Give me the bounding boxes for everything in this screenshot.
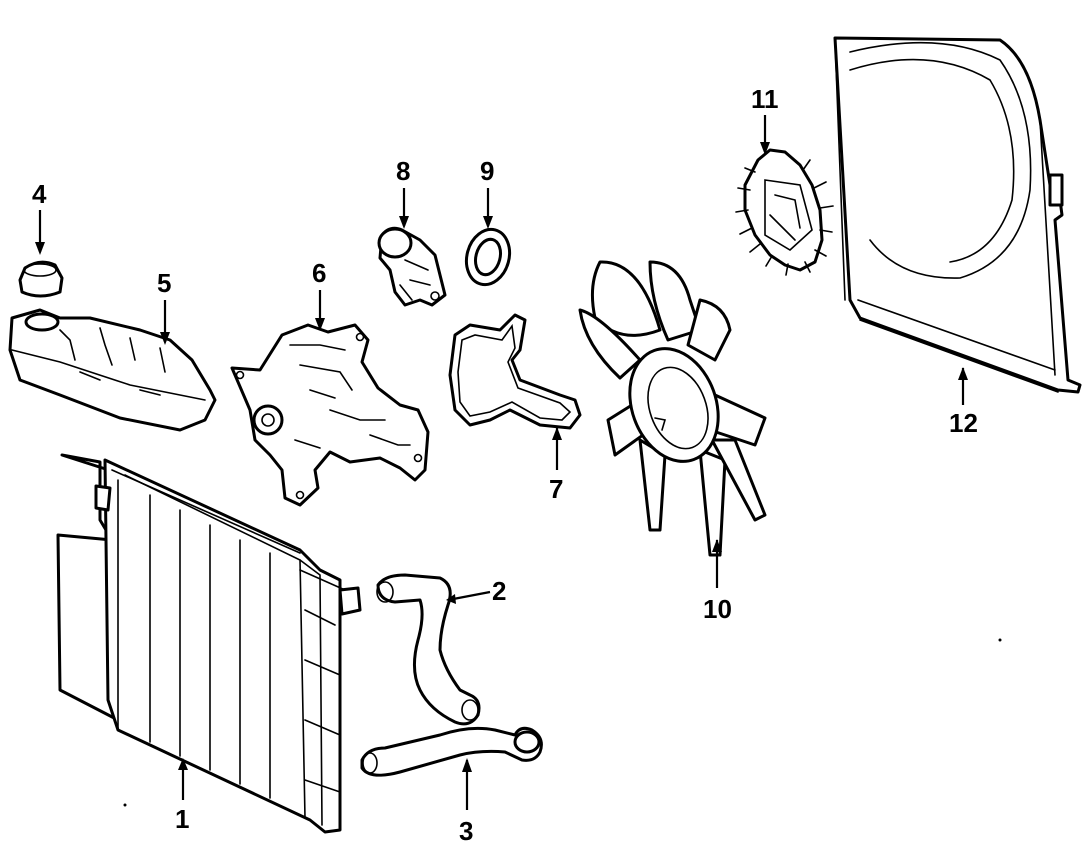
housing-gasket bbox=[448, 313, 582, 430]
water-pump bbox=[230, 323, 430, 507]
lower-hose bbox=[360, 726, 543, 777]
gasket-ring bbox=[464, 227, 512, 287]
callout-8: 8 bbox=[396, 156, 410, 186]
callout-9: 9 bbox=[480, 156, 494, 186]
expansion-tank bbox=[8, 308, 217, 432]
callout-5: 5 bbox=[157, 268, 171, 298]
callouts: 1 2 3 4 5 6 7 8 9 10 11 12 bbox=[32, 84, 978, 846]
speck bbox=[998, 638, 1002, 642]
callout-2: 2 bbox=[492, 576, 506, 606]
fan-blade bbox=[578, 260, 767, 557]
callout-1: 1 bbox=[175, 804, 189, 834]
filler-cap bbox=[18, 260, 64, 298]
speck bbox=[123, 803, 127, 807]
callout-12: 12 bbox=[949, 408, 978, 438]
callout-7: 7 bbox=[549, 474, 563, 504]
callout-6: 6 bbox=[312, 258, 326, 288]
callout-3: 3 bbox=[459, 816, 473, 846]
fan-shroud bbox=[833, 36, 1082, 394]
radiator bbox=[56, 453, 362, 834]
callout-10: 10 bbox=[703, 594, 732, 624]
thermostat-housing bbox=[377, 226, 447, 307]
callout-11: 11 bbox=[751, 84, 779, 114]
fan-clutch bbox=[735, 148, 834, 276]
callout-4: 4 bbox=[32, 179, 47, 209]
upper-hose bbox=[376, 573, 481, 726]
